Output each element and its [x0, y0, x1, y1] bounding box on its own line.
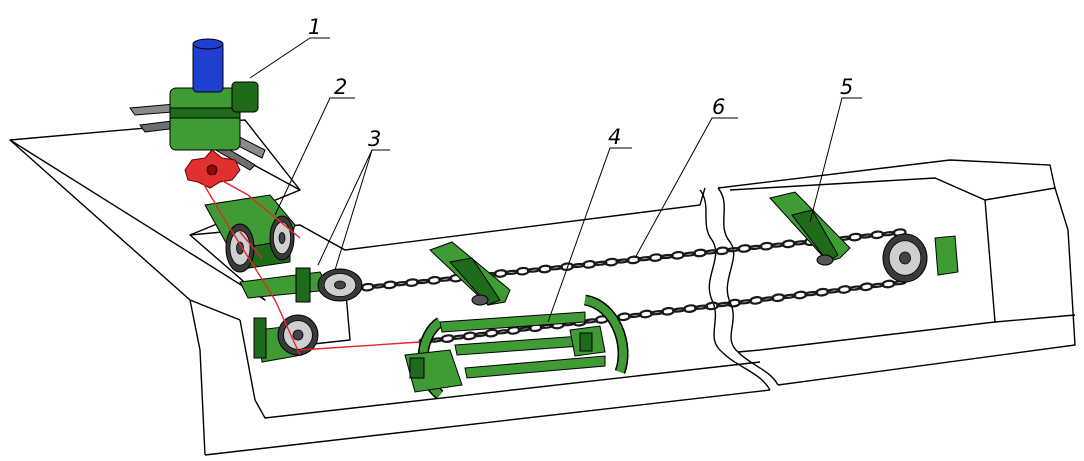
- carriage-bar-bottom: [464, 355, 606, 379]
- leader-6: [634, 117, 738, 259]
- carriage-lug-right: [579, 332, 593, 352]
- rope-line-3: [239, 231, 263, 259]
- guide-wheel-upper: [317, 268, 363, 302]
- leader-5: [809, 97, 862, 223]
- guide-wheels: [277, 268, 363, 356]
- wheel-hub: [278, 232, 286, 244]
- end-pulley: [882, 233, 928, 283]
- front-wall-left: [9, 139, 206, 456]
- callout-4: 4: [608, 125, 621, 149]
- callout-2: 2: [334, 75, 347, 99]
- tensioner-wheels: [225, 215, 295, 273]
- rope-line-1: [211, 174, 301, 239]
- wheel-hub: [236, 241, 244, 255]
- callout-labels: 1 2 3 4 5 6: [308, 15, 853, 151]
- support-mid-roller: [471, 294, 489, 306]
- end-pulley-mount: [934, 235, 959, 276]
- callout-1: 1: [308, 15, 321, 39]
- wheel-hub: [334, 280, 346, 290]
- guide-wheel-lower: [277, 314, 319, 356]
- trench-outline: [9, 119, 1076, 456]
- trench-right-floor: [777, 187, 1076, 386]
- callout-5: 5: [840, 75, 853, 99]
- leader-2: [274, 97, 355, 216]
- gearbox-band: [169, 107, 241, 119]
- end-pulley-wheel: [882, 233, 928, 283]
- trench-far-edge-right: [717, 159, 1056, 201]
- end-support-roller: [816, 254, 834, 266]
- break-line: [699, 189, 771, 391]
- tensioner-wheel-right: [269, 215, 295, 261]
- carriage-bar-top: [439, 311, 586, 333]
- rope-path: [199, 174, 421, 356]
- leader-3b: [334, 149, 373, 271]
- middle-support: [429, 241, 511, 306]
- drive-unit: [129, 38, 266, 189]
- callout-leaders: [249, 37, 862, 323]
- tensioner-wheel-left: [225, 223, 255, 273]
- gearbox-side: [231, 81, 259, 113]
- end-support-beam-side: [791, 209, 839, 263]
- end-support-unit: [769, 191, 959, 283]
- rope-line-4: [299, 341, 421, 351]
- callout-6: 6: [712, 95, 725, 119]
- trench-right-inner: [737, 199, 996, 353]
- motor-cap: [192, 38, 224, 50]
- wheel-hub: [899, 251, 911, 265]
- leader-1: [249, 37, 330, 79]
- front-wall-bottom: [204, 389, 771, 456]
- rope-line-2: [199, 177, 301, 356]
- break-line-2: [717, 187, 779, 386]
- trench-floor-inner: [239, 319, 761, 419]
- trench-right-ledge: [994, 314, 1076, 323]
- guide-plate-upper: [239, 271, 331, 299]
- carriage-unit: [404, 294, 629, 400]
- gearbox-body: [169, 87, 241, 151]
- wheel-hub: [292, 329, 304, 341]
- carriage-ring-right-fill: [584, 296, 628, 374]
- guide-pulley-group: [239, 267, 363, 363]
- leader-4: [547, 147, 632, 323]
- callout-3: 3: [368, 127, 381, 151]
- guide-mount-lower: [253, 317, 267, 359]
- guide-mount-upper: [295, 267, 311, 303]
- sprocket-hub: [206, 164, 218, 176]
- support-beam-mid-side: [449, 257, 501, 306]
- carriage-lug-left: [409, 357, 425, 379]
- tensioner-unit: [204, 194, 296, 273]
